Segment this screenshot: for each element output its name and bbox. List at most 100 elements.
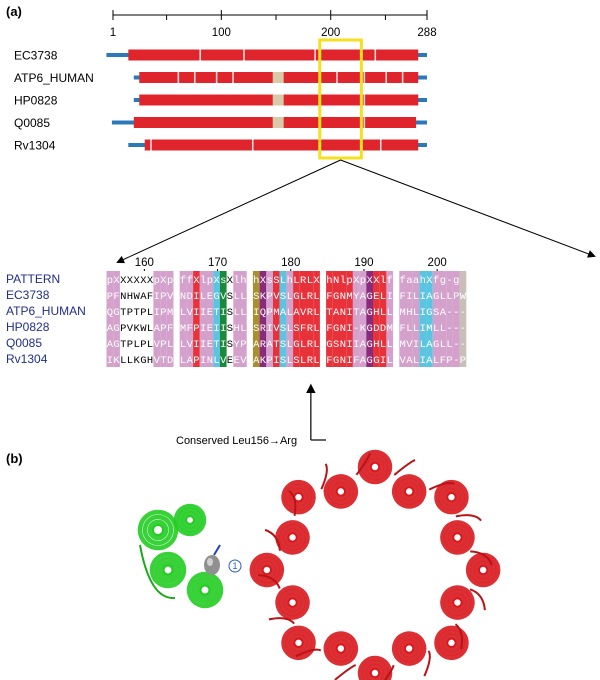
alignment-residue: L [413, 355, 419, 367]
domain-row-name: Rv1304 [14, 139, 56, 153]
alignment-residue: I [220, 307, 226, 319]
alignment-residue: L [233, 307, 239, 319]
alignment-residue: P [453, 291, 459, 303]
alignment-residue: A [253, 339, 260, 351]
alignment-residue: M [273, 307, 279, 319]
alignment-residue: I [346, 339, 352, 351]
alignment-residue: A [426, 291, 433, 303]
alignment-residue: L [293, 275, 299, 287]
alignment-residue: L [420, 339, 426, 351]
alignment-residue: I [420, 307, 426, 319]
alignment-residue: X [147, 275, 154, 287]
alignment-residue: I [154, 307, 160, 319]
alignment-column-shade [419, 271, 427, 367]
red-loop [288, 490, 297, 516]
alignment-residue: G [140, 355, 146, 367]
helix-coil [275, 520, 310, 555]
domain-gap-mark [251, 139, 254, 151]
helix-coil [361, 453, 389, 481]
helix-core [477, 564, 489, 576]
alignment-residue: L [147, 339, 153, 351]
alignment-residue: G [113, 307, 119, 319]
alignment-residue: P [193, 323, 199, 335]
alignment-residue: I [213, 323, 219, 335]
alignment-residue: N [180, 291, 186, 303]
red-loop [423, 650, 431, 677]
alignment-residue: G [293, 339, 299, 351]
alignment-residue: N [340, 307, 346, 319]
alignment-residue: A [333, 307, 340, 319]
helix-coil [470, 556, 497, 584]
alignment-residue: R [300, 275, 307, 287]
alignment-residue: I [220, 339, 226, 351]
alignment-column-shade [266, 271, 273, 367]
alignment-column-shade [153, 271, 161, 367]
alignment-column-shade [252, 271, 260, 367]
red-helix [440, 520, 475, 555]
alignment-residue: V [127, 323, 134, 335]
alignment-residue: Q [107, 307, 113, 319]
alignment-residue: - [446, 323, 452, 335]
helix-coil [440, 585, 475, 620]
alignment-residue: P [266, 355, 272, 367]
alignment-residue: - [460, 339, 466, 351]
alignment-residue: N [333, 275, 339, 287]
alignment-residue: L [446, 339, 452, 351]
alignment-residue: S [280, 339, 286, 351]
residue-bond [213, 544, 221, 556]
alignment-residue: A [187, 355, 194, 367]
red-helix [440, 585, 475, 620]
domain-beige-segment [272, 94, 284, 106]
helix-coil [283, 593, 302, 612]
alignment-column-shade [199, 271, 207, 367]
alignment-residue: L [300, 339, 306, 351]
alignment-residue: H [373, 307, 379, 319]
zoom-line-right [340, 159, 596, 258]
red-loop [334, 664, 357, 680]
alignment-residue: D [187, 291, 193, 303]
alignment-residue: g [453, 275, 459, 287]
alignment-residue: F [326, 323, 332, 335]
alignment-residue: G [333, 291, 339, 303]
alignment-residue: f [180, 275, 186, 287]
zoom-connector-lines [116, 159, 596, 264]
alignment-residue: L [313, 291, 319, 303]
helix-core [452, 597, 463, 608]
alignment-residue: E [207, 307, 213, 319]
helix-core [369, 667, 381, 679]
alignment-residue: P [127, 307, 133, 319]
alignment-column-shade [426, 271, 433, 367]
alignment-residue: X [140, 275, 147, 287]
helix-coil [191, 576, 219, 604]
panel-b-label: (b) [6, 451, 23, 466]
alignment-residue: G [373, 355, 379, 367]
alignment-residue: G [366, 323, 372, 335]
alignment-column-shade [359, 271, 367, 367]
helix-coil [361, 659, 389, 680]
helix-coil [195, 580, 215, 600]
alignment-residue: T [133, 307, 139, 319]
alignment-residue: F [399, 323, 405, 335]
alignment-residue: L [380, 339, 386, 351]
alignment-row-name: Q0085 [6, 336, 42, 350]
alignment-residue: E [207, 339, 213, 351]
residue-highlight [207, 558, 213, 566]
helix-coil [444, 524, 471, 551]
highlight-window [318, 38, 363, 160]
helix-core [335, 486, 347, 497]
alignment-residue: X [133, 275, 140, 287]
red-helix [465, 552, 501, 588]
red-helix [275, 585, 310, 620]
helix-coil [323, 631, 359, 666]
alignment-column-shade [406, 271, 413, 367]
alignment-column-shade [373, 271, 380, 367]
alignment-residue: L [413, 307, 419, 319]
alignment-residue: T [353, 307, 359, 319]
alignment-residue: L [233, 291, 239, 303]
domain-gap-mark [243, 49, 245, 61]
alignment-residue: S [293, 355, 299, 367]
scale-tick-label: 200 [321, 27, 340, 39]
alignment-column-shade [186, 271, 194, 367]
